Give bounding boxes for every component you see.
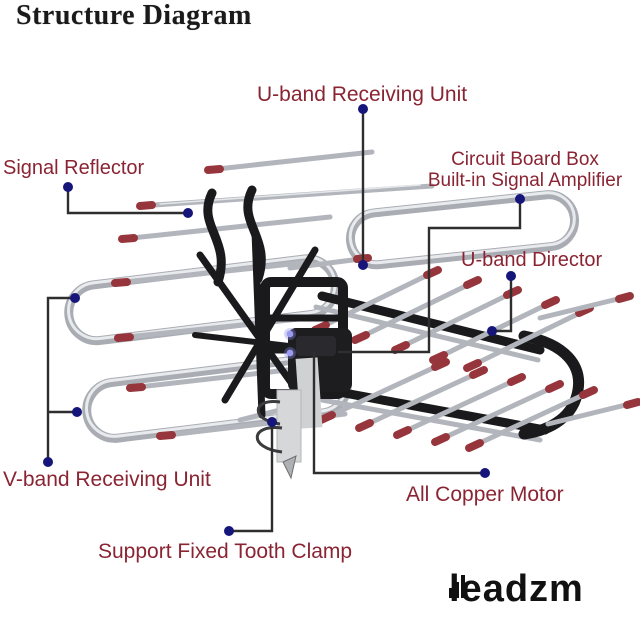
- callout-signal-reflector: [63, 182, 193, 218]
- label-circuit-board-box-line1: Circuit Board Box: [451, 149, 599, 170]
- callout-u-band-director: [487, 271, 516, 336]
- callout-all-copper-motor: [312, 352, 490, 478]
- label-v-band-receiving-unit: V-band Receiving Unit: [3, 468, 211, 491]
- mast-and-clamp: [255, 357, 323, 480]
- label-all-copper-motor: All Copper Motor: [406, 483, 564, 506]
- label-support-fixed-tooth-clamp: Support Fixed Tooth Clamp: [98, 540, 353, 563]
- signal-bars-icon: [449, 575, 465, 598]
- callout-circuit-board-box: [338, 194, 525, 354]
- callout-support-clamp: [224, 417, 277, 536]
- brand-logo-text: leadzm: [449, 568, 584, 610]
- page-title: Structure Diagram: [16, 0, 252, 31]
- label-signal-reflector: Signal Reflector: [3, 157, 145, 179]
- label-u-band-director: U-band Director: [461, 249, 603, 271]
- led-glow-dot: [286, 330, 294, 338]
- label-circuit-board-box: Circuit Board Box Built-in Signal Amplif…: [415, 149, 635, 192]
- callout-u-band-receiving: [358, 104, 368, 270]
- label-circuit-board-box-line2: Built-in Signal Amplifier: [427, 169, 623, 191]
- led-glow-dot: [286, 349, 294, 357]
- label-u-band-receiving-unit: U-band Receiving Unit: [257, 83, 468, 106]
- callout-v-band-receiving: [43, 293, 82, 467]
- brand-logo: leadzm: [449, 568, 584, 610]
